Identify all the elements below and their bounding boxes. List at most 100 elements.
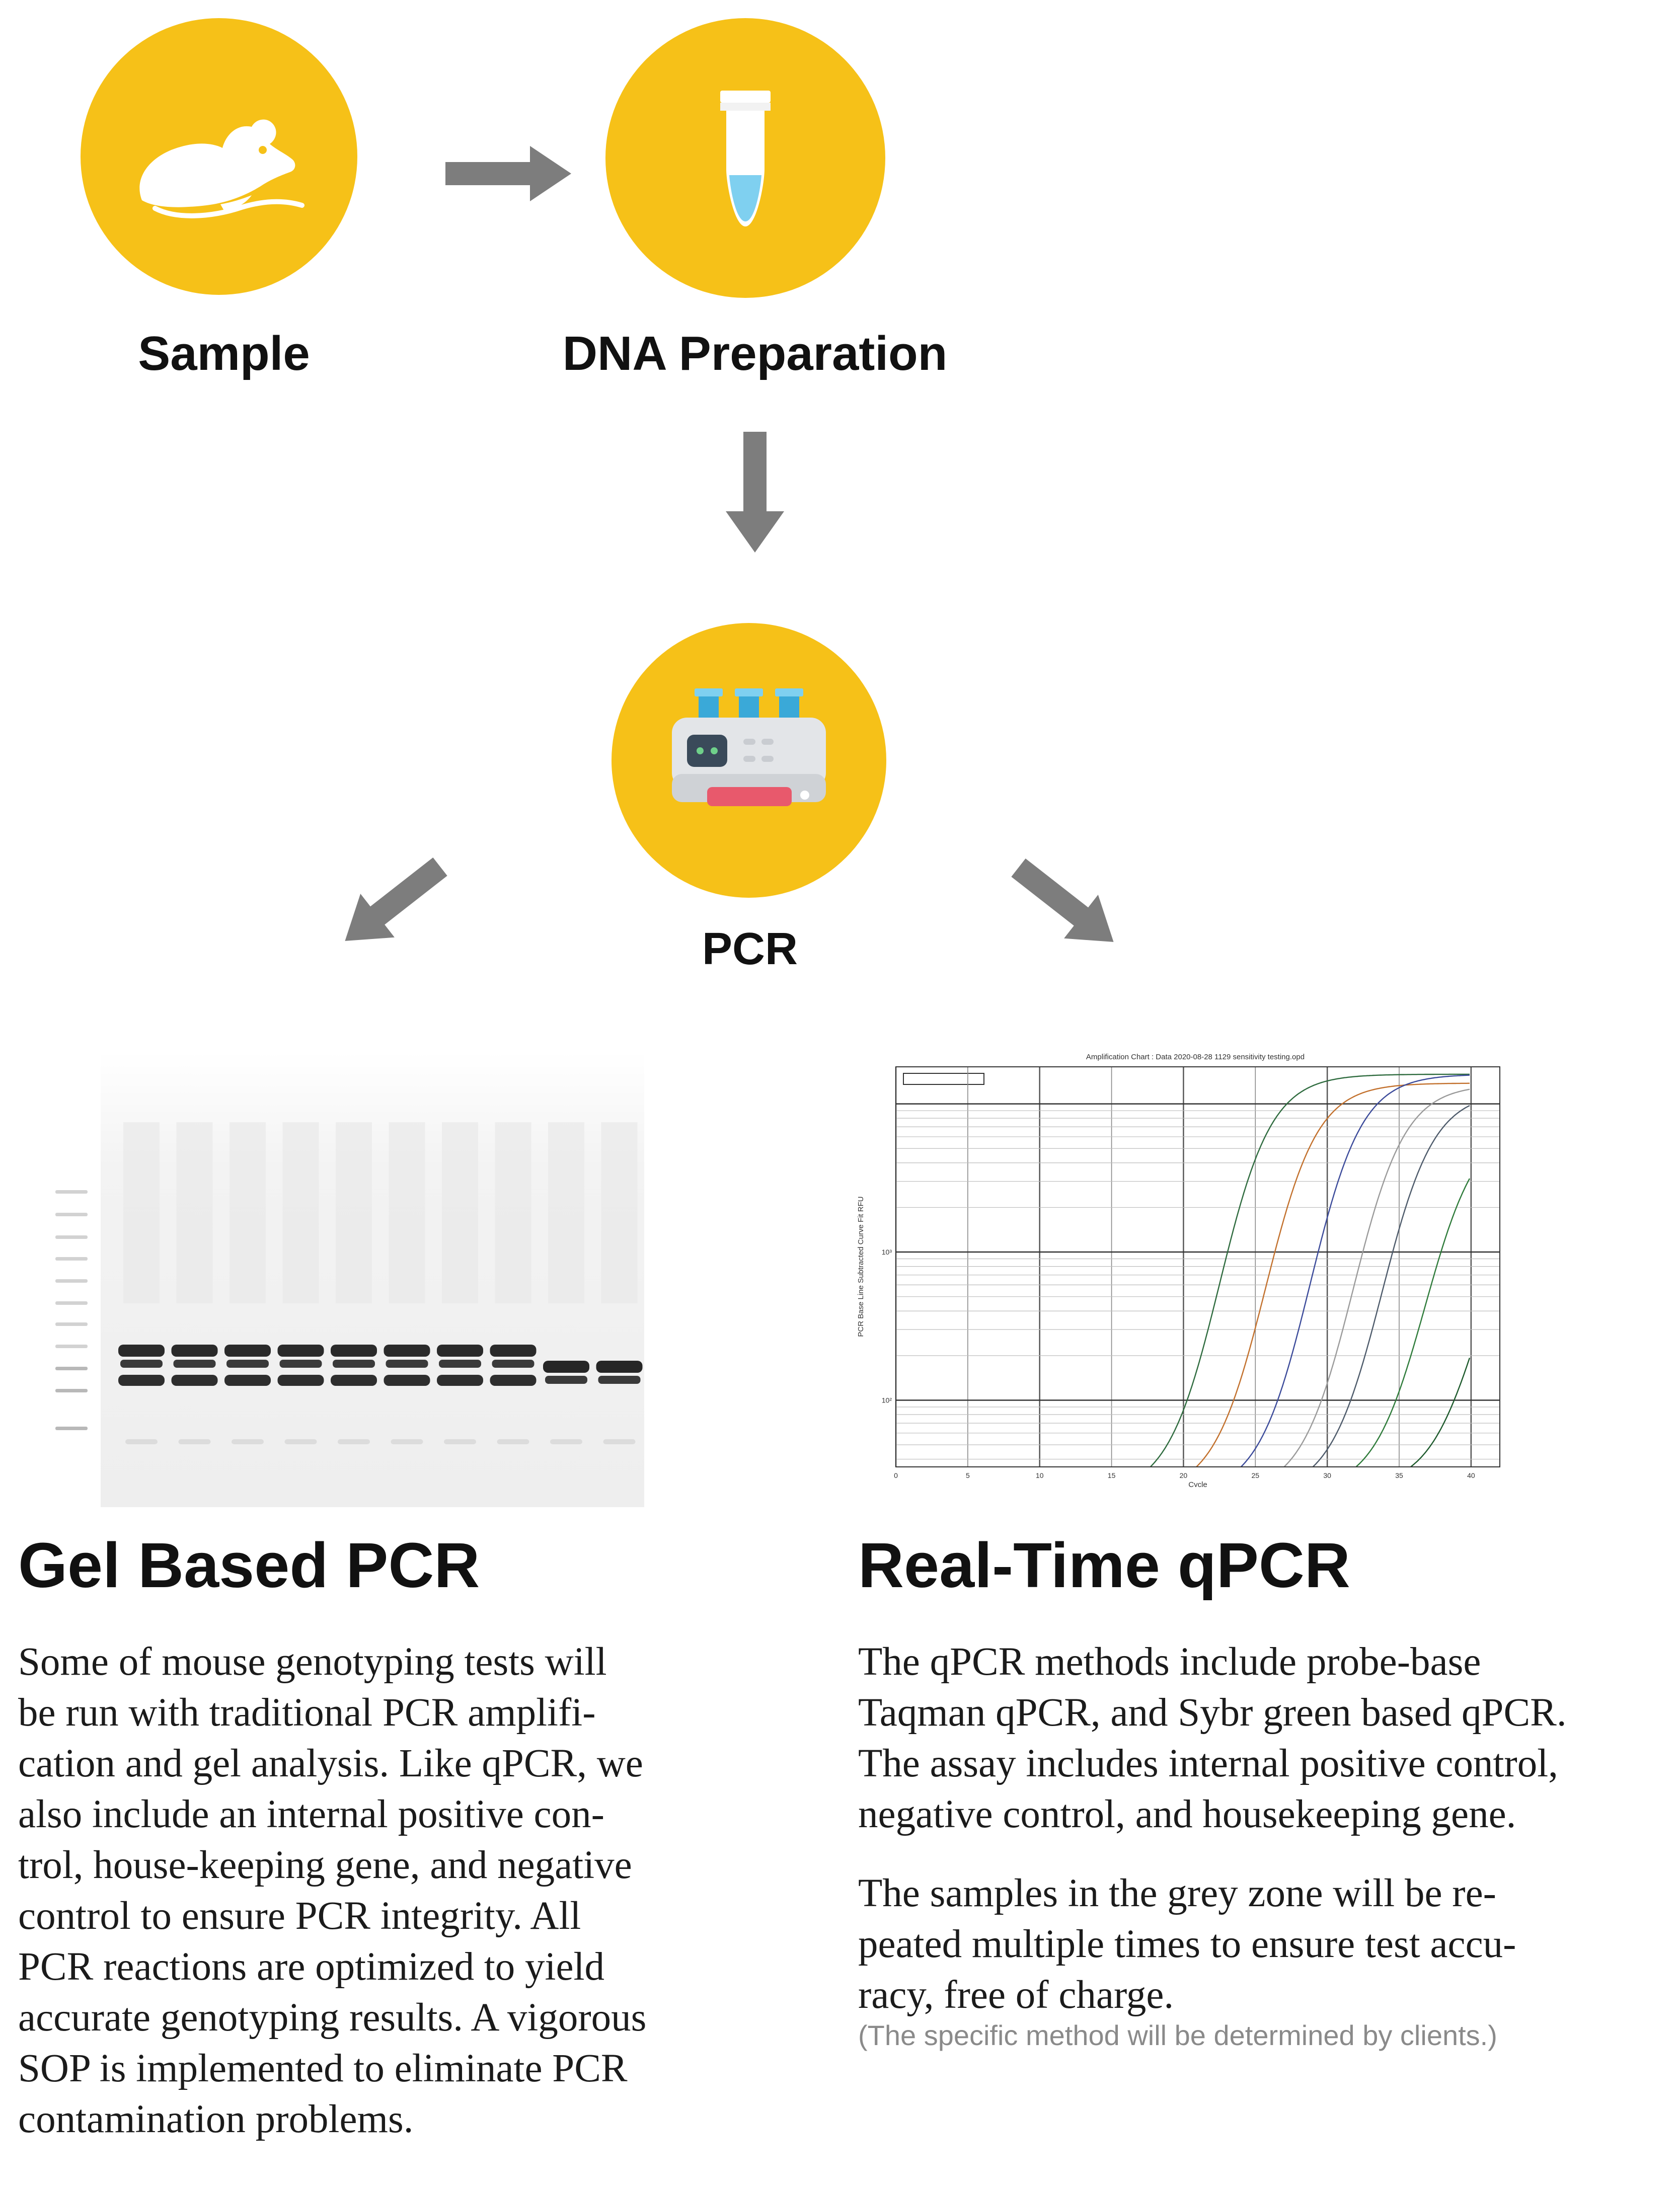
plot-frame [895,1066,1500,1467]
gel-body-line: trol, house-keeping gene, and negative [18,1843,632,1887]
primer-dimer-band [178,1439,211,1444]
lane-smear [176,1122,213,1303]
amplification-chart: Amplification Chart : Data 2020-08-28 11… [857,1053,1500,1487]
gel-band-single [543,1361,589,1373]
amplification-curve [1283,1088,1470,1467]
lane-smear [495,1122,531,1303]
gel-lane [490,1122,537,1444]
qpcr-paragraph-1: The qPCR methods include probe-base Taqm… [858,1636,1567,1840]
gel-body-line: contamination problems. [18,2097,414,2141]
arrow-down-right [1011,858,1114,942]
lane-smear [230,1122,266,1303]
x-tick-label: 25 [1251,1471,1259,1479]
gel-band-upper [118,1345,165,1357]
qpcr-section-title: Real-Time qPCR [858,1530,1350,1601]
primer-dimer-band [338,1439,370,1444]
gel-section-body: Some of mouse genotyping tests will be r… [18,1636,646,2145]
sample-label: Sample [138,327,310,380]
gel-band-upper [384,1345,430,1357]
gel-band-upper [224,1345,271,1357]
gel-band-middle [386,1360,428,1368]
ladder-band [55,1279,88,1283]
y-tick-label: 10² [882,1396,892,1404]
gel-body-line: be run with traditional PCR amplifi- [18,1691,596,1735]
dna-preparation-circle [605,18,885,298]
gel-band-faint [598,1376,641,1384]
gel-lane [118,1122,165,1444]
gel-lane [437,1122,483,1444]
gel-band-lower [384,1375,430,1386]
lane-smear [336,1122,372,1303]
gel-band-middle [120,1360,163,1368]
gel-band-lower [331,1375,377,1386]
gel-section-title: Gel Based PCR [18,1530,480,1601]
gel-band-upper [490,1345,537,1357]
chart-legend-box [903,1073,984,1085]
sample-circle [81,18,357,295]
lane-smear [282,1122,319,1303]
x-tick-label: 40 [1467,1471,1475,1479]
ladder-band [55,1213,88,1216]
gel-band-lower [437,1375,483,1386]
qpcr-note: (The specific method will be determined … [858,2019,1497,2051]
test-tube-icon [720,91,771,226]
ladder-band [55,1427,88,1430]
gel-band-faint [545,1376,587,1384]
arrow-down-left [345,857,447,941]
primer-dimer-band [603,1439,636,1444]
qpcr-body-line: peated multiple times to ensure test acc… [858,1922,1516,1966]
gel-band-middle [333,1360,375,1368]
ladder-band [55,1322,88,1326]
ladder-band [55,1257,88,1261]
gel-band-lower [490,1375,537,1386]
mouse-icon [139,119,304,218]
gel-band-middle [226,1360,269,1368]
primer-dimer-band [125,1439,158,1444]
gel-body-line: Some of mouse genotyping tests will [18,1640,607,1684]
ladder-band [55,1389,88,1392]
gel-band-lower [118,1375,165,1386]
lane-smear [123,1122,160,1303]
chart-title: Amplification Chart : Data 2020-08-28 11… [1086,1053,1305,1061]
gel-band-middle [492,1360,534,1368]
gel-band-lower [224,1375,271,1386]
gel-body-line: accurate genotyping results. A vigorous [18,1996,647,2040]
qpcr-body-line: The samples in the grey zone will be re- [858,1871,1496,1915]
x-axis-label: Cycle [1188,1480,1207,1487]
x-tick-label: 35 [1395,1471,1403,1479]
amplification-curve [1196,1082,1470,1467]
qpcr-body-line: negative control, and housekeeping gene. [858,1792,1516,1836]
gel-band-middle [439,1360,481,1368]
gel-band-upper [277,1345,324,1357]
qpcr-body-line: racy, free of charge. [858,1973,1174,2017]
gel-ladder [55,1190,88,1430]
gel-lane [543,1122,589,1444]
thermal-cycler-icon [672,688,826,806]
x-tick-label: 20 [1180,1471,1188,1479]
x-tick-label: 0 [894,1471,898,1479]
gel-band-middle [279,1360,322,1368]
x-tick-label: 10 [1036,1471,1044,1479]
lane-smear [389,1122,425,1303]
qpcr-body-line: The assay includes internal positive con… [858,1742,1558,1785]
x-tick-label: 15 [1108,1471,1116,1479]
gel-band-lower [171,1375,218,1386]
gel-body-line: control to ensure PCR integrity. All [18,1894,581,1938]
primer-dimer-band [284,1439,317,1444]
pcr-label: PCR [702,924,798,974]
dna-preparation-label: DNA Preparation [562,327,948,380]
gel-band-middle [173,1360,216,1368]
gel-band-upper [437,1345,483,1357]
ladder-band [55,1235,88,1239]
ladder-band [55,1190,88,1194]
x-tick-label: 30 [1323,1471,1331,1479]
gel-body-line: SOP is implemented to eliminate PCR [18,2047,628,2090]
ladder-band [55,1301,88,1305]
ladder-band [55,1367,88,1370]
gel-band-upper [331,1345,377,1357]
amplification-curve [1312,1105,1470,1467]
qpcr-body-line: Taqman qPCR, and Sybr green based qPCR. [858,1691,1567,1735]
primer-dimer-band [497,1439,529,1444]
